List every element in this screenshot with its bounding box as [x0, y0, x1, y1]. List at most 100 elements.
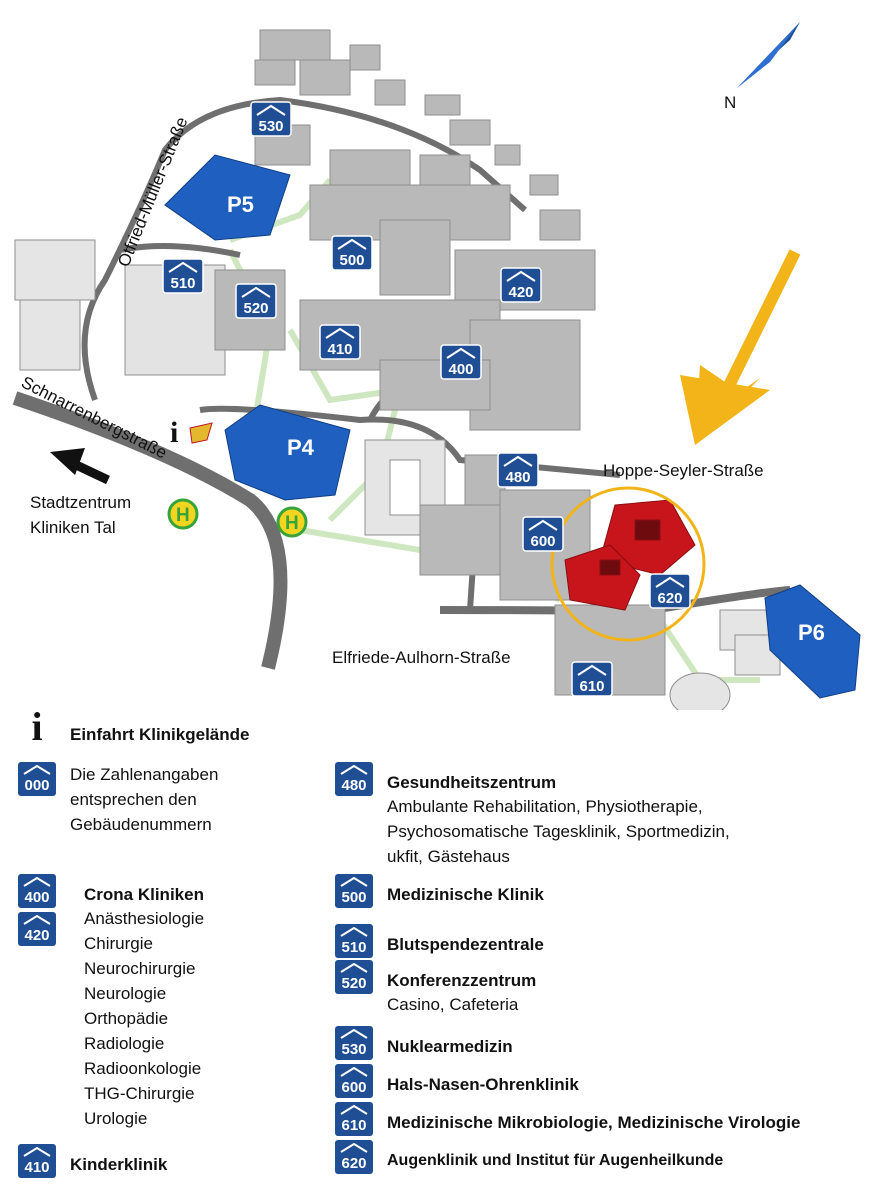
legend-entry-title: Konferenzzentrum: [387, 971, 537, 990]
legend-line: Neurochirurgie: [84, 959, 196, 978]
legend-entry-title: Kinderklinik: [70, 1155, 168, 1174]
legend-entry-text: Konferenzzentrum Casino, Cafeteria: [387, 960, 536, 1017]
legend-entry-400-420: 400 420 Crona Kliniken Anästhesiologie C…: [18, 874, 204, 1131]
building-number-badge-icon: 600: [335, 1064, 373, 1098]
badge-roof-icon: [655, 576, 685, 588]
legend-generic-text: Die Zahlenangaben entsprechen den Gebäud…: [70, 762, 218, 837]
legend-entry-title: Medizinische Klinik: [387, 885, 544, 904]
legend-line: Die Zahlenangaben: [70, 765, 219, 784]
legend-entry-text: Nuklearmedizin: [387, 1026, 513, 1058]
legend-line: entsprechen den: [70, 790, 197, 809]
badge-roof-icon: [241, 286, 271, 298]
badge-roof-icon: [506, 270, 536, 282]
legend-entry-title: Hals-Nasen-Ohrenklinik: [387, 1075, 579, 1094]
parking-p6-label: P6: [798, 620, 825, 645]
badge-number: 500: [341, 889, 367, 906]
legend-entry-title: Medizinische Mikrobiologie, Medizinische…: [387, 1113, 801, 1132]
badge-number: 000: [24, 777, 50, 794]
building-number-badge-icon: 530: [335, 1026, 373, 1060]
building-badge-480: 480: [497, 452, 539, 488]
legend-line: Radioonkologie: [84, 1059, 202, 1078]
legend-entry-text: Crona Kliniken Anästhesiologie Chirurgie…: [84, 874, 204, 1131]
badge-number: 530: [341, 1041, 367, 1058]
building-badge-530: 530: [250, 101, 292, 137]
badge-number: 600: [530, 533, 555, 550]
info-marker-flag: [189, 422, 213, 444]
badge-number: 520: [243, 300, 268, 317]
legend-entry-text: Medizinische Mikrobiologie, Medizinische…: [387, 1102, 800, 1134]
badge-number: 620: [341, 1155, 367, 1172]
building-badge-520: 520: [235, 283, 277, 319]
building-badge-510: 510: [162, 258, 204, 294]
building-badge-420: 420: [500, 267, 542, 303]
north-label: N: [724, 93, 736, 112]
legend-entry-520: 520 Konferenzzentrum Casino, Cafeteria: [335, 960, 536, 1017]
badge-roof-icon: [325, 327, 355, 339]
legend-entry-530: 530 Nuklearmedizin: [335, 1026, 513, 1060]
north-arrow-icon: [737, 22, 800, 88]
badge-roof-icon: [446, 347, 476, 359]
legend-entry-510: 510 Blutspendezentrale: [335, 924, 544, 958]
badge-roof-icon: [528, 519, 558, 531]
badge-number: 510: [170, 275, 195, 292]
badge-roof-icon: [337, 238, 367, 250]
badge-number: 400: [448, 361, 473, 378]
legend-line: ukfit, Gästehaus: [387, 847, 510, 866]
legend-generic: 000 Die Zahlenangaben entsprechen den Ge…: [18, 762, 218, 837]
building-badge-620: 620: [649, 573, 691, 609]
building-badge-410: 410: [319, 324, 361, 360]
badge-number: 480: [341, 777, 367, 794]
building-number-badge-icon: 480: [335, 762, 373, 796]
legend-line: THG-Chirurgie: [84, 1084, 195, 1103]
legend-line: Radiologie: [84, 1034, 165, 1053]
building-badge-610: 610: [571, 661, 613, 697]
badge-number: 610: [579, 678, 604, 695]
parking-p4: [224, 404, 351, 501]
badge-number: 610: [341, 1117, 367, 1134]
legend-entry-500: 500 Medizinische Klinik: [335, 874, 544, 908]
legend-entry-610: 610 Medizinische Mikrobiologie, Medizini…: [335, 1102, 800, 1136]
legend-line: Gebäudenummern: [70, 815, 212, 834]
street-elfriede-aulhorn: Elfriede-Aulhorn-Straße: [332, 648, 511, 667]
legend-line: Urologie: [84, 1109, 148, 1128]
badge-roof-icon: [256, 104, 286, 116]
legend-entry-600: 600 Hals-Nasen-Ohrenklinik: [335, 1064, 579, 1098]
badge-number: 520: [341, 975, 367, 992]
badge-number: 530: [258, 118, 283, 135]
legend-entry-title: Crona Kliniken: [84, 885, 204, 904]
badge-number: 410: [24, 1159, 50, 1176]
info-icon: i: [31, 704, 43, 749]
parking-p5-label: P5: [227, 192, 254, 217]
building-badge-400: 400: [440, 344, 482, 380]
legend-entry-title: Gesundheitszentrum: [387, 773, 557, 792]
legend-entry-title: Blutspendezentrale: [387, 935, 544, 954]
building-number-badge-icon: 400: [18, 874, 56, 908]
campus-map: P5 P4 P6 N Stadtzentrum Kliniken Tal Otf…: [12, 22, 861, 710]
city-direction-arrow: [50, 448, 110, 485]
legend-entry-text: Augenklinik und Institut für Augenheilku…: [387, 1140, 723, 1172]
legend-entry-410: 410 Kinderklinik: [18, 1144, 167, 1178]
legend-line: Anästhesiologie: [84, 909, 205, 928]
legend-line: Ambulante Rehabilitation, Physiotherapie…: [387, 797, 703, 816]
badge-number: 420: [508, 284, 533, 301]
info-marker-icon: i: [170, 416, 178, 449]
legend-entry-title: Augenklinik und Institut für Augenheilku…: [387, 1152, 724, 1169]
target-building-620: [564, 499, 696, 611]
legend-entry-text: Hals-Nasen-Ohrenklinik: [387, 1064, 579, 1096]
street-schnarrenberg: Schnarrenbergstraße: [18, 373, 170, 463]
building-badge-500: 500: [331, 235, 373, 271]
bus-stop-2: H: [276, 506, 308, 538]
building-badge-600: 600: [522, 516, 564, 552]
legend-entry-text: Blutspendezentrale: [387, 924, 544, 956]
building-number-badge-icon: 410: [18, 1144, 56, 1178]
legend: i Einfahrt Klinikgelände 000 Die Zahlena…: [0, 700, 896, 1200]
building-number-badge-icon: 520: [335, 960, 373, 994]
badge-number: 620: [657, 590, 682, 607]
building-number-badge-icon: 000: [18, 762, 56, 796]
legend-line: Psychosomatische Tagesklinik, Sportmediz…: [387, 822, 730, 841]
badge-roof-icon: [503, 455, 533, 467]
street-hoppe-seyler: Hoppe-Seyler-Straße: [603, 461, 764, 480]
badge-number: 420: [24, 927, 50, 944]
legend-entry-title: Nuklearmedizin: [387, 1037, 513, 1056]
bus-stop-label: H: [176, 505, 190, 526]
